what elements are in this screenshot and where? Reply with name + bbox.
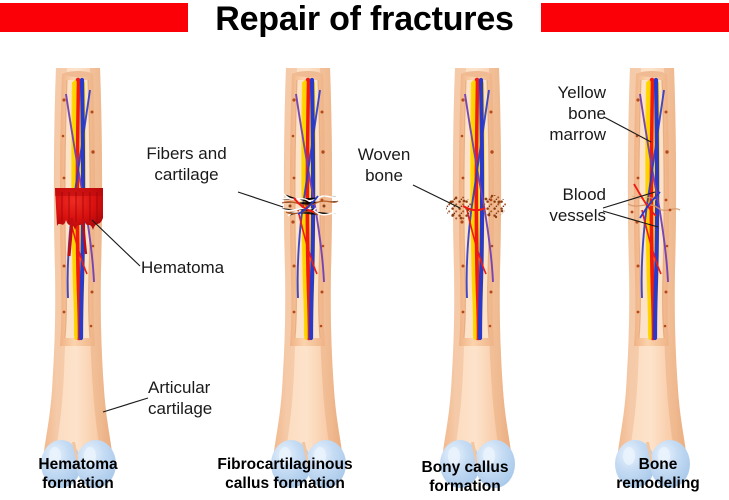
caption-line-2: callus formation [225, 474, 345, 492]
leader-blood-vessels-b [602, 210, 659, 228]
leader-fibers-and-cartilage [237, 191, 284, 208]
label-fibers-and-cartilage: Fibers and cartilage [146, 144, 227, 184]
bony-callus [446, 194, 506, 220]
label-yellow-bone-marrow: Yellow bone marrow [549, 83, 606, 144]
label-woven-bone: Woven bone [357, 145, 411, 185]
caption-line-1: Bone [638, 456, 678, 473]
bone-stage-bony-callus-formation [439, 67, 516, 489]
label-articular-cartilage: Articular cartilage [148, 378, 213, 418]
bone-stage-fibrocartilaginous-callus-formation [270, 67, 347, 489]
remodeled-fracture-line [627, 183, 681, 219]
label-hematoma: Hematoma [141, 258, 225, 277]
caption-bone-remodeling: Bone remodeling [590, 456, 726, 493]
leader-woven-bone [412, 184, 461, 209]
caption-hematoma-formation: Hematoma formation [8, 456, 148, 493]
caption-line-1: Bony callus [421, 459, 509, 476]
fibrocartilaginous-callus [279, 193, 339, 217]
page-title: Repair of fractures [215, 0, 514, 38]
title-bar-left [0, 3, 188, 32]
bone-stage-bone-remodeling [614, 67, 691, 489]
leader-yellow-bone-marrow [603, 116, 652, 143]
caption-fibrocartilaginous-callus-formation: Fibrocartilaginous callus formation [185, 456, 385, 493]
caption-line-2: remodeling [616, 474, 700, 492]
label-blood-vessels: Blood vessels [549, 185, 606, 225]
caption-line-1: Hematoma [38, 456, 118, 473]
title-bar-right [541, 3, 729, 32]
leader-blood-vessels-a [602, 191, 656, 209]
caption-line-1: Fibrocartilaginous [217, 456, 353, 473]
caption-bony-callus-formation: Bony callus formation [400, 459, 530, 496]
leader-hematoma [91, 219, 141, 267]
bone-stage-hematoma-formation [40, 67, 117, 489]
caption-line-2: formation [429, 477, 501, 495]
leader-articular-cartilage [102, 397, 149, 413]
hematoma-mass [55, 188, 103, 257]
caption-line-2: formation [42, 474, 114, 492]
